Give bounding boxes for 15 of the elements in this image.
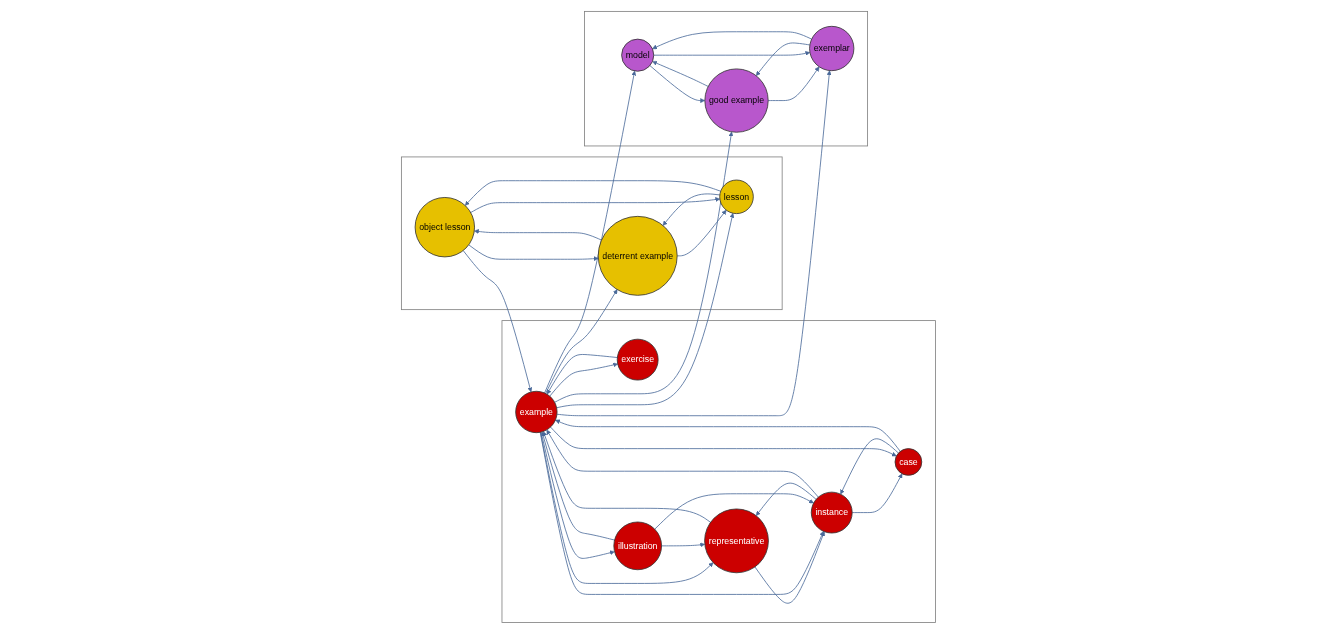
node-circle: good example [704, 68, 769, 133]
node-circle: lesson [718, 179, 754, 215]
node-circle: instance [810, 491, 853, 534]
node-circle: representative [703, 508, 769, 574]
node-circle: deterrent example [597, 215, 678, 296]
node-circle: exemplar [808, 25, 854, 72]
cluster [583, 11, 868, 147]
node-circle: illustration [612, 521, 662, 571]
node-circle: case [894, 448, 922, 476]
node-circle: model [620, 38, 654, 72]
cluster [400, 156, 783, 311]
node-circle: exercise [616, 338, 659, 381]
cluster [501, 320, 936, 623]
node-circle: example [514, 390, 558, 434]
node-circle: object lesson [414, 197, 475, 258]
